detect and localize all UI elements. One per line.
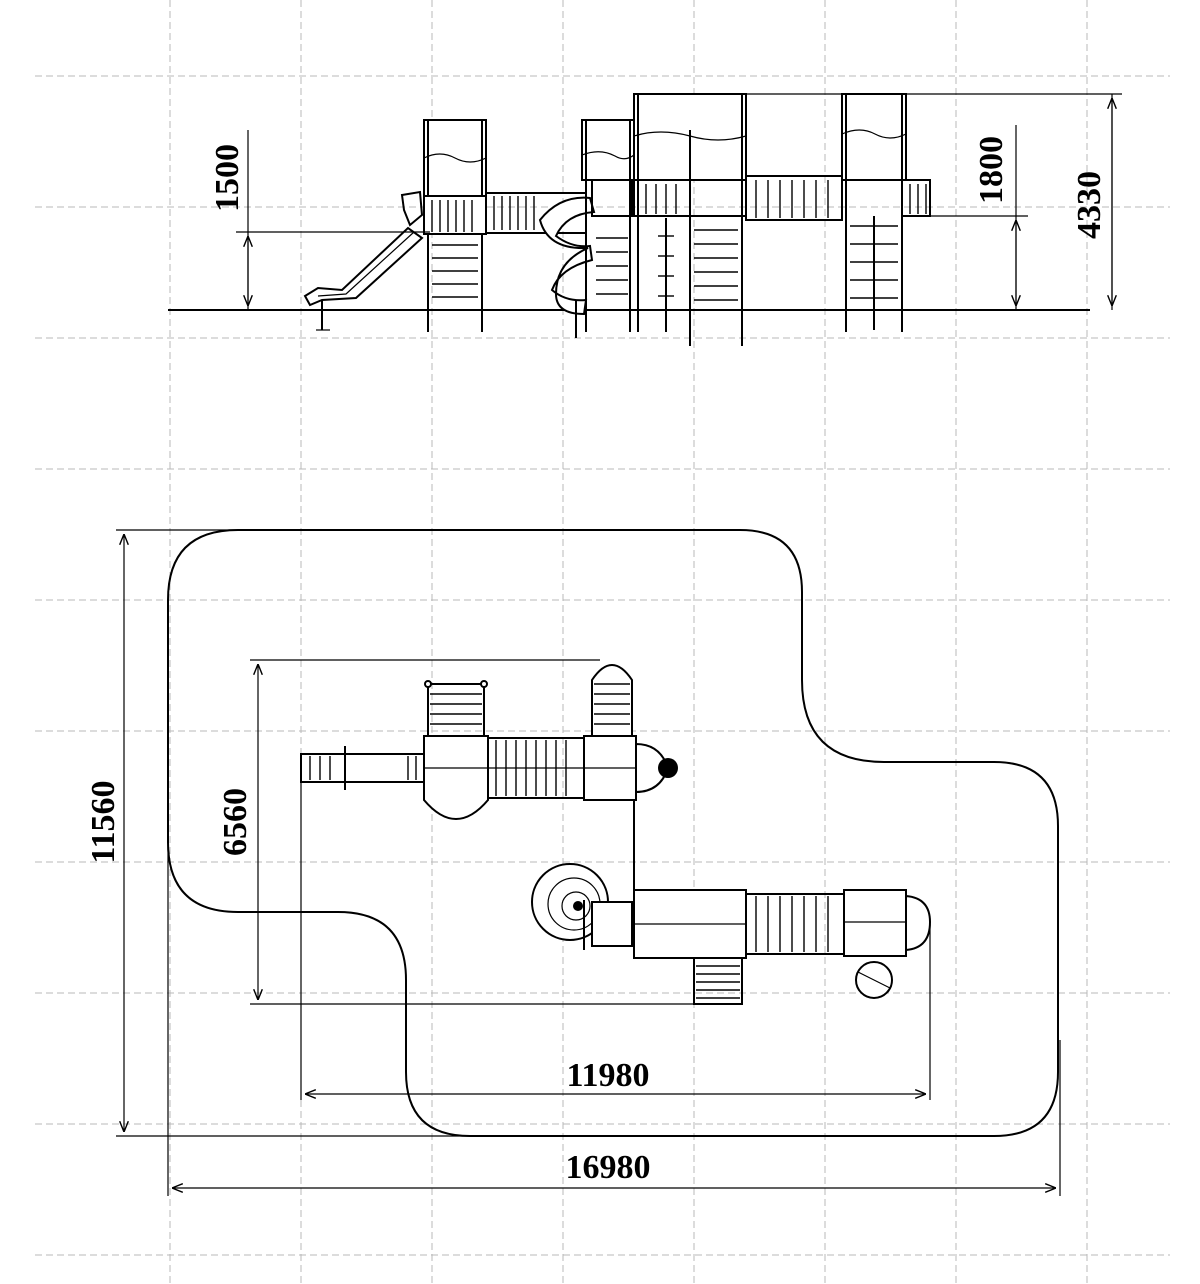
dimension-16980: 16980: [167, 842, 1061, 1196]
dimension-11980: 11980: [300, 782, 931, 1100]
plan-tower-3: [633, 889, 747, 1005]
background-grid: [35, 0, 1170, 1284]
dimension-label-11980: 11980: [566, 1057, 649, 1094]
plan-bridge-2: [745, 893, 845, 955]
bridge-1: [485, 192, 587, 234]
tower-1: [423, 119, 487, 332]
plan-view: 6560 11560 11980 16980: [85, 529, 1061, 1196]
dimension-label-1500: 1500: [209, 144, 246, 212]
bridge-2: [745, 175, 843, 221]
elevation-view: 1500 1800 4330: [168, 93, 1122, 346]
dimension-1500: 1500: [209, 130, 430, 310]
dimension-label-11560: 11560: [85, 780, 122, 863]
dimension-6560: 6560: [217, 659, 700, 1005]
dimension-4330: 4330: [746, 93, 1122, 310]
dimension-label-16980: 16980: [566, 1149, 651, 1186]
dimension-1800: 1800: [930, 125, 1028, 310]
plan-spiral-slide: [531, 863, 633, 950]
plan-tower-1: [423, 680, 489, 820]
plan-tower-4: [843, 889, 932, 999]
tower-2: [581, 119, 635, 332]
dimension-label-6560: 6560: [217, 788, 254, 856]
dimension-11560: 11560: [85, 529, 470, 1137]
tower-3: [633, 93, 747, 346]
spiral-slide: [538, 196, 596, 338]
dimension-label-1800: 1800: [973, 136, 1010, 204]
tower-4: [841, 93, 931, 332]
plan-tower-2: [583, 664, 678, 890]
plan-left-slide: [300, 746, 426, 790]
plan-bridge-1: [487, 737, 585, 799]
dimension-label-4330: 4330: [1071, 171, 1108, 239]
left-slide: [303, 190, 424, 331]
safety-zone-outline: [167, 529, 1059, 1137]
